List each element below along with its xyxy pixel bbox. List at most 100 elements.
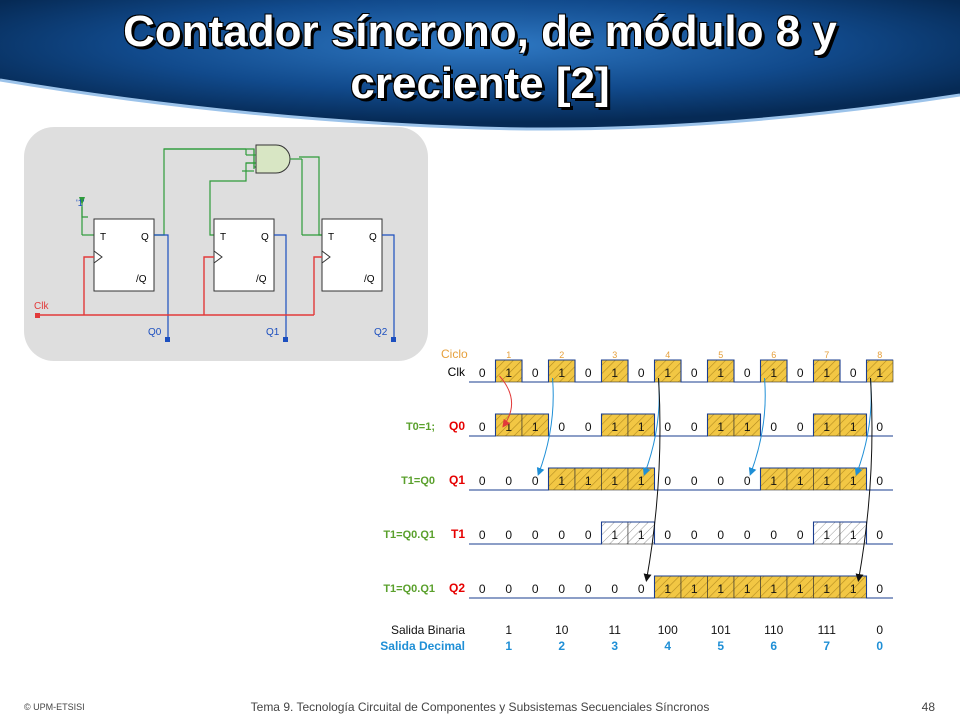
decimal-value-7: 0 [876,639,883,653]
bit-q1-15: 0 [876,474,883,488]
bit-q0-13: 1 [823,420,830,434]
bit-q0-12: 0 [797,420,804,434]
flipflop-1: T Q /Q [213,218,275,292]
waveform-clk [469,359,893,383]
waveform-q1 [469,467,893,491]
bit-q1-2: 0 [532,474,539,488]
cycle-number-2: 2 [559,350,564,360]
waveform-q2 [469,575,893,599]
binary-value-4: 101 [711,623,731,637]
arrow-clk-q1-5 [748,377,766,476]
row-label-q2: Q2 [449,581,465,595]
row-label-clk: Clk [448,365,466,379]
bit-clk-5: 1 [611,366,618,380]
footer-copyright: © UPM-ETSISI [24,702,85,712]
title-banner [0,0,960,131]
bit-q0-14: 1 [850,420,857,434]
decimal-value-6: 7 [823,639,830,653]
decimal-value-0: 1 [505,639,512,653]
bit-q0-5: 1 [611,420,618,434]
bit-q0-10: 1 [744,420,751,434]
ff0-nq-label: /Q [136,274,147,285]
bit-t1-3: 0 [558,528,565,542]
bit-clk-12: 0 [797,366,804,380]
bit-t1-5: 1 [611,528,618,542]
ff2-nq-label: /Q [364,274,375,285]
bit-q2-9: 1 [717,582,724,596]
bit-t1-15: 0 [876,528,883,542]
bit-q1-11: 1 [770,474,777,488]
bit-q1-10: 0 [744,474,751,488]
bit-q0-9: 1 [717,420,724,434]
input-arrow-icon [79,197,85,205]
bit-t1-7: 0 [664,528,671,542]
bit-q0-7: 0 [664,420,671,434]
ff0-q-label: Q [141,232,149,243]
decimal-output-label: Salida Decimal [380,639,465,653]
ff0-t-label: T [100,232,106,243]
bit-q2-1: 0 [505,582,512,596]
flipflop-0: T Q /Q [93,218,155,292]
arrow-clk-q2-7 [855,377,873,582]
binary-value-3: 100 [658,623,678,637]
bit-q1-3: 1 [558,474,565,488]
bit-q2-10: 1 [744,582,751,596]
bit-q0-4: 0 [585,420,592,434]
decimal-value-4: 5 [717,639,724,653]
and-gate-icon [255,144,291,174]
ff1-q-label: Q [261,232,269,243]
bit-clk-8: 0 [691,366,698,380]
clk-input-label: Clk [34,301,49,312]
bit-q0-11: 0 [770,420,777,434]
bit-clk-4: 0 [585,366,592,380]
bit-q0-0: 0 [479,420,486,434]
bit-q1-1: 0 [505,474,512,488]
binary-value-6: 111 [818,623,837,637]
cycle-number-3: 3 [612,350,617,360]
bit-t1-13: 1 [823,528,830,542]
bit-clk-1: 1 [505,366,512,380]
bit-clk-6: 0 [638,366,645,380]
waveform-q0 [469,413,893,437]
bit-q1-12: 1 [797,474,804,488]
bit-t1-6: 1 [638,528,645,542]
bit-t1-11: 0 [770,528,777,542]
row-formula-q2: T1=Q0.Q1 [383,583,435,595]
arrow-clk-q1-1 [536,377,554,476]
bit-q0-6: 1 [638,420,645,434]
row-label-t1: T1 [451,527,465,541]
bit-clk-0: 0 [479,366,486,380]
bit-q2-11: 1 [770,582,777,596]
decimal-value-5: 6 [770,639,777,653]
page-number: 48 [921,700,935,714]
output-q1-label: Q1 [266,327,280,338]
bit-t1-1: 0 [505,528,512,542]
bit-t1-0: 0 [479,528,486,542]
bit-q2-0: 0 [479,582,486,596]
bit-q0-2: 1 [532,420,539,434]
bit-clk-14: 0 [850,366,857,380]
flipflop-2: T Q /Q [321,218,383,292]
bit-t1-12: 0 [797,528,804,542]
binary-value-5: 110 [764,623,783,637]
binary-output-label: Salida Binaria [391,623,465,637]
binary-value-0: 1 [505,623,512,637]
arrow-clk-q2-3 [643,377,661,582]
ff2-t-label: T [328,232,334,243]
bit-q2-4: 0 [585,582,592,596]
row-formula-q0: T0=1; [406,421,435,433]
bit-q2-12: 1 [797,582,804,596]
bit-q1-7: 0 [664,474,671,488]
input-one-label: '1' [76,198,85,208]
binary-value-7: 0 [876,623,883,637]
bit-q2-3: 0 [558,582,565,596]
ff1-t-label: T [220,232,226,243]
bit-q1-0: 0 [479,474,486,488]
decimal-value-1: 2 [558,639,565,653]
binary-value-1: 10 [555,623,569,637]
decimal-value-3: 4 [664,639,671,653]
circuit-diagram: '1' T Q /Q T Q /Q T Q /Q Q0 Q1 Q2 [24,127,428,361]
bit-q1-9: 0 [717,474,724,488]
cycle-number-8: 8 [877,350,882,360]
row-formula-t1: T1=Q0.Q1 [383,529,435,541]
